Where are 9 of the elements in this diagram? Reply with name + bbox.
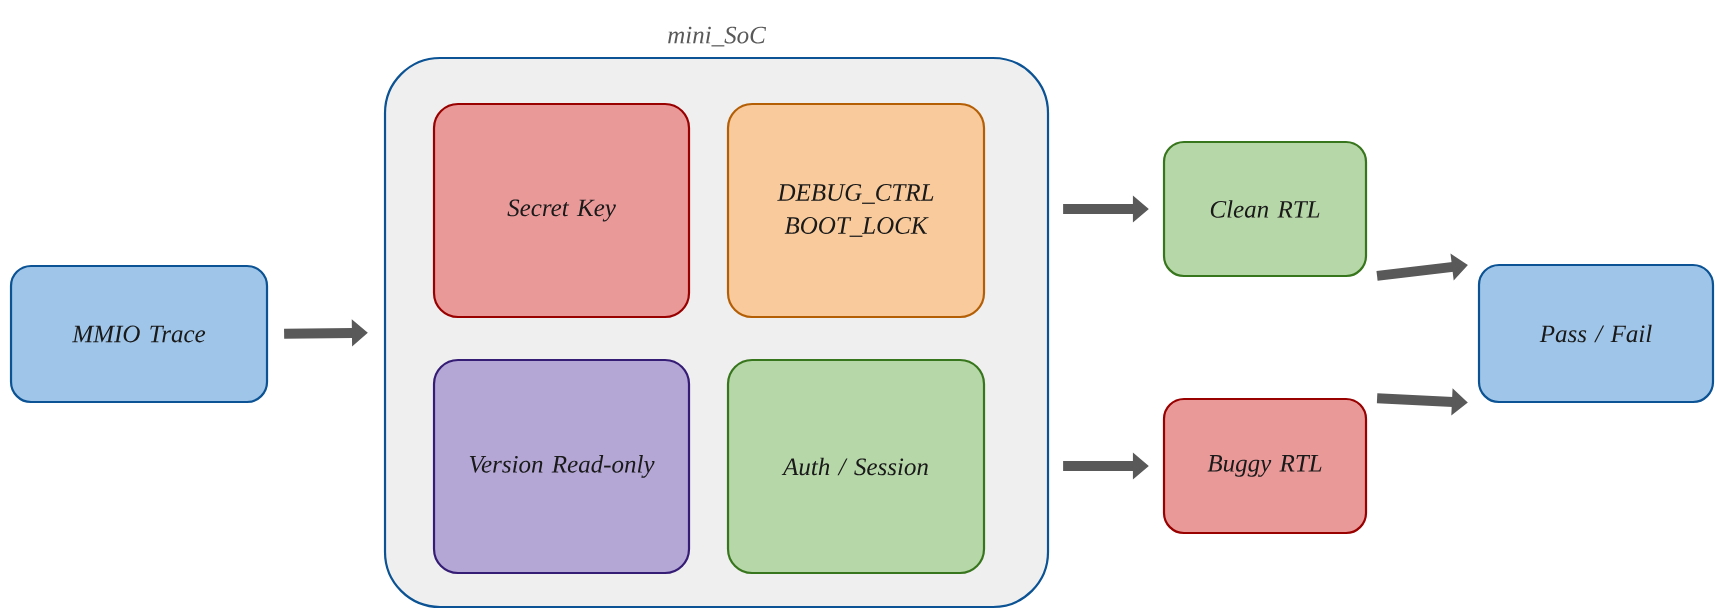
process-box: Secret Key [432,102,691,319]
process-box: DEBUG_CTRL BOOT_LOCK [726,102,986,319]
process-box: Buggy RTL [1162,397,1368,535]
process-box: MMIO Trace [9,264,269,404]
process-box: Pass / Fail [1477,263,1715,404]
process-box: Version Read-only [432,358,691,575]
container-title: mini_SoC [668,26,767,47]
process-box: Clean RTL [1162,140,1368,278]
process-box: Auth / Session [726,358,986,575]
